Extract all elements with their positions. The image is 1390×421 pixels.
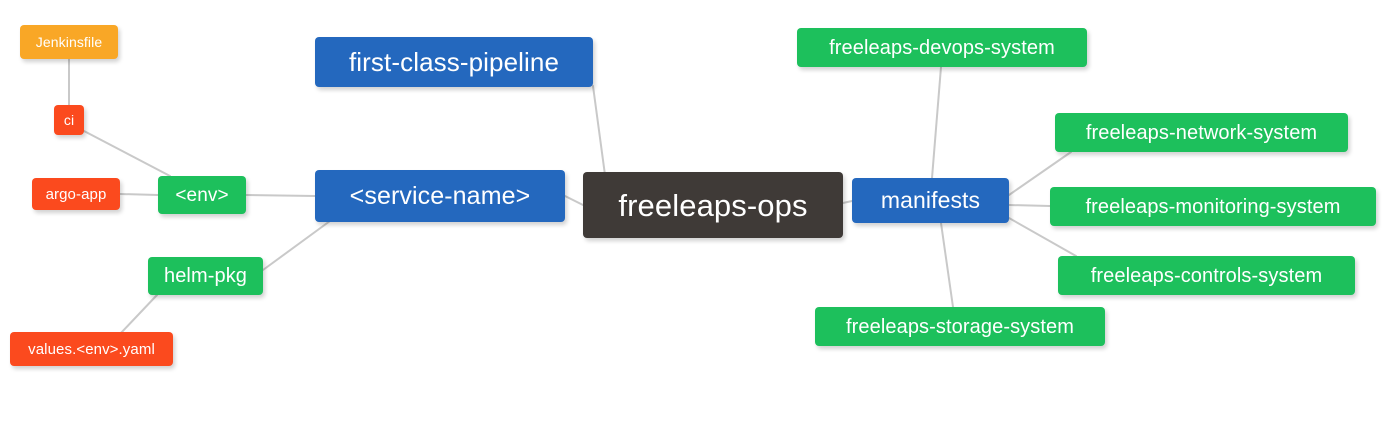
node-devops[interactable]: freeleaps-devops-system bbox=[797, 28, 1087, 67]
node-network[interactable]: freeleaps-network-system bbox=[1055, 113, 1348, 152]
edge-root-to-service bbox=[564, 195, 584, 206]
edge-env-to-argo bbox=[119, 193, 159, 196]
node-values[interactable]: values.<env>.yaml bbox=[10, 332, 173, 366]
edge-env-to-ci bbox=[83, 130, 171, 177]
node-helm[interactable]: helm-pkg bbox=[148, 257, 263, 295]
node-storage[interactable]: freeleaps-storage-system bbox=[815, 307, 1105, 346]
edge-manifests-to-storage bbox=[940, 222, 954, 308]
edge-service-to-env bbox=[245, 194, 316, 197]
node-env[interactable]: <env> bbox=[158, 176, 246, 214]
edge-root-to-manifests bbox=[842, 200, 853, 204]
node-ci[interactable]: ci bbox=[54, 105, 84, 135]
edge-manifests-to-monitoring bbox=[1008, 204, 1051, 207]
node-service[interactable]: <service-name> bbox=[315, 170, 565, 222]
node-root[interactable]: freeleaps-ops bbox=[583, 172, 843, 238]
edge-root-to-pipeline bbox=[592, 85, 606, 176]
edge-service-to-helm bbox=[262, 220, 331, 271]
node-jenkinsfile[interactable]: Jenkinsfile bbox=[20, 25, 118, 59]
edge-manifests-to-devops bbox=[931, 66, 942, 179]
node-pipeline[interactable]: first-class-pipeline bbox=[315, 37, 593, 87]
node-manifests[interactable]: manifests bbox=[852, 178, 1009, 223]
edge-helm-to-values bbox=[119, 294, 158, 335]
node-controls[interactable]: freeleaps-controls-system bbox=[1058, 256, 1355, 295]
node-monitoring[interactable]: freeleaps-monitoring-system bbox=[1050, 187, 1376, 226]
node-argo[interactable]: argo-app bbox=[32, 178, 120, 210]
